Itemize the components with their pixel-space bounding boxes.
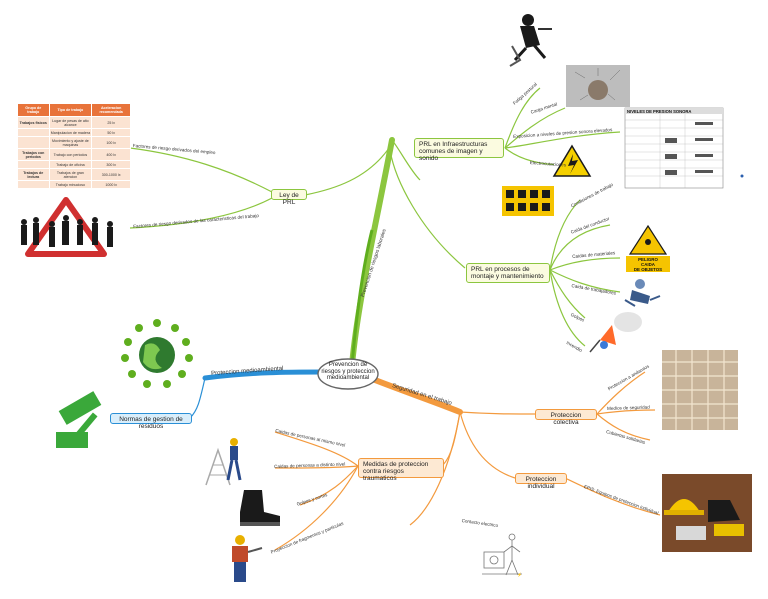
table-cell: 300 lx bbox=[91, 160, 131, 169]
electric-contact-icon bbox=[482, 533, 522, 576]
table-cell: Trabajos de gran atencion bbox=[48, 168, 93, 181]
sign-peligro: PELIGRO bbox=[638, 257, 658, 262]
branch-prl bbox=[349, 137, 395, 368]
table-cell bbox=[17, 180, 50, 189]
ppe-equipment-icon bbox=[662, 474, 752, 552]
page-dot bbox=[740, 174, 744, 178]
scaffold-building-icon bbox=[662, 350, 738, 430]
table-cell bbox=[17, 160, 50, 169]
electric-contact-mark: ⚡ bbox=[517, 572, 522, 577]
electric-warning-icon bbox=[552, 142, 592, 178]
table-cell bbox=[17, 128, 50, 137]
branch-prl-dark bbox=[350, 229, 374, 366]
table-cell: 25 lx bbox=[91, 116, 131, 129]
table-cell: 400 lx bbox=[91, 148, 131, 161]
table-cell: Trabajo con periodos bbox=[48, 148, 93, 161]
table-cell: Lugar de pesas de alto alcance bbox=[48, 116, 93, 129]
table-cell: Trabajo de oficina bbox=[48, 160, 93, 169]
individual-node[interactable]: Proteccion individual bbox=[515, 473, 567, 490]
stress-photo-icon bbox=[566, 65, 630, 107]
table-cell: 50 lx bbox=[91, 128, 131, 137]
center-node-shape bbox=[317, 358, 379, 390]
table-cell: 100 lx bbox=[91, 136, 131, 149]
fire-incident-icon bbox=[589, 312, 642, 353]
medidas-node[interactable]: Medidas de proteccion contra riesgos tra… bbox=[358, 458, 444, 482]
table-cell: Trabajo minucioso bbox=[48, 180, 93, 189]
noise-level-table-icon bbox=[624, 107, 724, 189]
branch-seguridad bbox=[367, 375, 463, 415]
table-cell bbox=[17, 136, 50, 149]
crowd-warning-icon bbox=[21, 197, 113, 257]
noise-table-title: NIVELES DE PRESION SONORA bbox=[627, 109, 691, 114]
laptop-worker-icon bbox=[509, 14, 552, 67]
table-header: Grupo de trabajo bbox=[17, 103, 50, 117]
table-header: Tipo de trabajo bbox=[48, 103, 93, 117]
table-header: Aceleracion recomendada bbox=[91, 103, 131, 117]
table-cell: Trabajos de lectura bbox=[17, 168, 50, 181]
branch-ambiental bbox=[202, 369, 326, 381]
illumination-risk-table: Grupo de trabajo Tipo de trabajo Acelera… bbox=[17, 103, 131, 189]
gavel-icon bbox=[52, 391, 110, 456]
table-cell: 1000 lx bbox=[91, 180, 131, 189]
falling-worker-icon bbox=[624, 279, 661, 307]
infra-node[interactable]: PRL en Infraestructuras comunes de image… bbox=[414, 138, 504, 162]
normas-node[interactable]: Normas de gestion de residuos bbox=[110, 413, 192, 430]
safety-boot-icon bbox=[240, 490, 280, 526]
welder-worker-icon bbox=[232, 535, 263, 582]
ley-prl-node[interactable]: Ley de PRL bbox=[271, 189, 307, 206]
sign-caida: CAIDA bbox=[641, 262, 656, 267]
ecology-globe-icon bbox=[121, 319, 193, 388]
table-cell: Manipulacion de madera bbox=[48, 128, 93, 137]
montaje-node[interactable]: PRL en procesos de montaje y mantenimien… bbox=[466, 263, 550, 283]
sign-objetos: DE OBJETOS bbox=[634, 267, 662, 272]
table-cell: Trabajos fisicos bbox=[17, 116, 50, 129]
work-conditions-icon bbox=[502, 186, 554, 216]
colectiva-node[interactable]: Proteccion colectiva bbox=[535, 409, 597, 426]
ladder-worker-icon bbox=[205, 438, 242, 486]
falling-objects-sign-icon bbox=[626, 224, 670, 272]
table-cell: Trabajos con periodos bbox=[17, 148, 50, 161]
center-node[interactable]: Prevencion de riesgos y proteccion medio… bbox=[321, 362, 375, 381]
table-cell: Movimiento y ajuste de maquinas bbox=[48, 136, 93, 149]
table-cell: 300-1000 lx bbox=[91, 168, 131, 181]
